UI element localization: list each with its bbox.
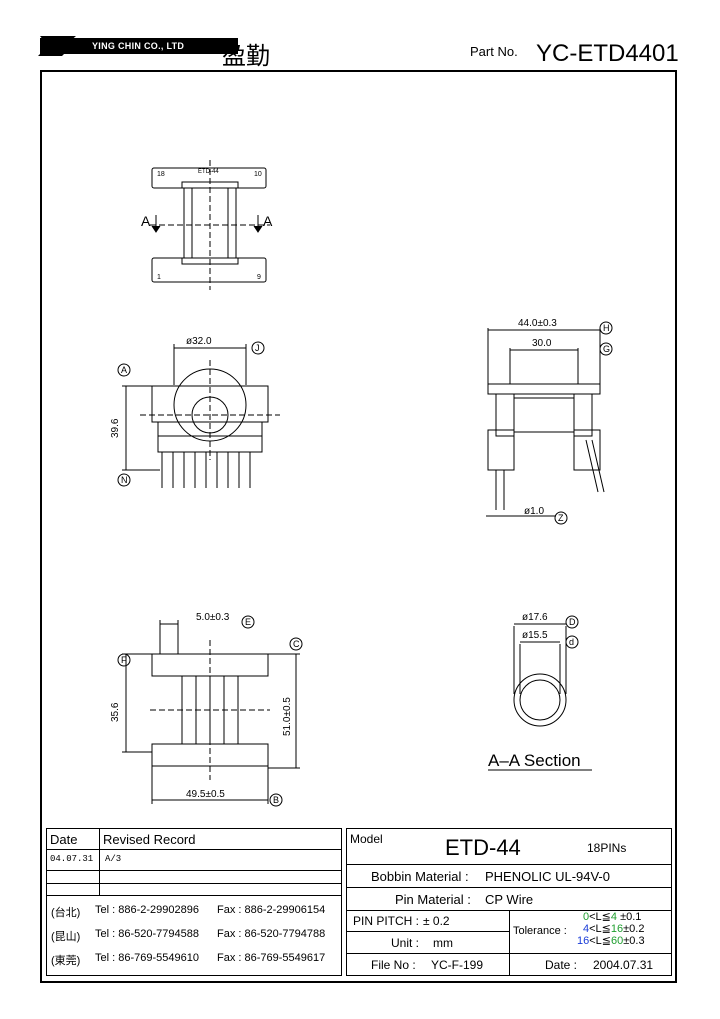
contact-tel: Tel : 886-2-29902896 [95,904,199,916]
pin-count: 18PINs [587,841,627,855]
contact-fax: Fax : 886-2-29906154 [217,904,326,916]
revision-row-date: 04.07.31 [50,854,94,864]
part-number: YC-ETD4401 [536,40,679,67]
callout-f: F [121,655,127,665]
dim-30: 30.0 [532,338,552,349]
date-value: 2004.07.31 [593,958,654,972]
dim-51: 51.0±0.5 [282,697,293,736]
pin-label-10: 10 [254,171,262,178]
revision-record-header: Revised Record [103,832,196,847]
revision-date-header: Date [50,832,78,847]
callout-d-lower: d [569,637,574,647]
dim-phi32: ø32.0 [186,336,212,347]
contact-loc: (東莞) [51,955,81,967]
callout-g: G [603,344,610,354]
contact-tel: Tel : 86-520-7794588 [95,928,199,940]
pin-pitch-label: PIN PITCH : [353,914,420,928]
part-number-label: Part No. [470,44,518,59]
contact-loc: (昆山) [51,931,81,943]
callout-h: H [603,323,610,333]
callout-e: E [245,617,251,627]
dim-49-5: 49.5±0.5 [186,789,225,800]
bobbin-material-value: PHENOLIC UL-94V-0 [485,869,610,884]
tolerance-row-1: 0<L≦4 ±0.1 [583,911,642,923]
dim-39-6: 39.6 [110,418,121,438]
pin-label-1: 1 [157,274,161,281]
tolerance-row-2: 4<L≦16±0.2 [583,923,645,935]
tolerance-label: Tolerance : [513,925,567,937]
company-name: YING CHIN CO., LTD [40,38,238,54]
contact-fax: Fax : 86-769-5549617 [217,952,326,964]
contact-fax: Fax : 86-520-7794788 [217,928,326,940]
unit-value: mm [433,936,453,950]
callout-n: N [121,475,128,485]
section-view [488,623,592,771]
unit-label: Unit : [391,936,420,950]
front-pins [161,452,251,488]
model-label: Model [350,832,383,846]
section-marker-left: A [141,213,151,229]
file-no-label: File No : [371,958,416,972]
bottom-view [122,620,300,804]
callout-a: A [121,365,127,375]
bobbin-material-label: Bobbin Material : [371,869,469,884]
dim-phi17-6: ø17.6 [522,612,548,623]
company-name-cn: 盈勤 [222,42,270,70]
technical-drawing: A A 18 10 1 9 ETD-44 ø32.0 39.6 [110,160,613,807]
model-value: ETD-44 [445,835,521,860]
drawing-frame [40,70,677,983]
pin-material-value: CP Wire [485,892,534,907]
contacts-box: (台北) Tel : 886-2-29902896 Fax : 886-2-29… [46,896,342,976]
callouts: A N J H G Z E F C B D d [117,321,613,807]
callout-z: Z [558,513,564,523]
pin-label-18: 18 [157,171,165,178]
dim-phi1: ø1.0 [524,506,544,517]
revision-table: Date Revised Record 04.07.31 A/3 [46,828,342,896]
front-view [122,344,280,488]
contact-tel: Tel : 86-769-5549610 [95,952,199,964]
file-no-value: YC-F-199 [431,958,484,972]
pin-label-9: 9 [257,274,261,281]
dim-5: 5.0±0.3 [196,612,230,623]
callout-c: C [293,639,300,649]
engraving-text: ETD-44 [198,169,219,175]
callout-d-upper: D [569,617,576,627]
top-view: A A 18 10 1 9 ETD-44 [141,160,273,290]
pin-pitch-value: ± 0.2 [423,914,450,928]
callout-j: J [255,343,260,353]
dim-35-6: 35.6 [110,702,121,722]
side-view [486,328,605,517]
section-title: A–A Section [488,751,581,770]
pin-material-label: Pin Material : [395,892,471,907]
dim-phi15-5: ø15.5 [522,630,548,641]
tolerance-row-3: 16<L≦60±0.3 [577,935,645,947]
contact-loc: (台北) [51,907,81,919]
date-label: Date : [545,958,578,972]
dim-44: 44.0±0.3 [518,318,557,329]
callout-b: B [273,795,279,805]
spec-table: Model ETD-44 18PINs Bobbin Material : PH… [346,828,672,976]
section-marker-right: A [263,213,273,229]
revision-row-record: A/3 [105,854,122,864]
